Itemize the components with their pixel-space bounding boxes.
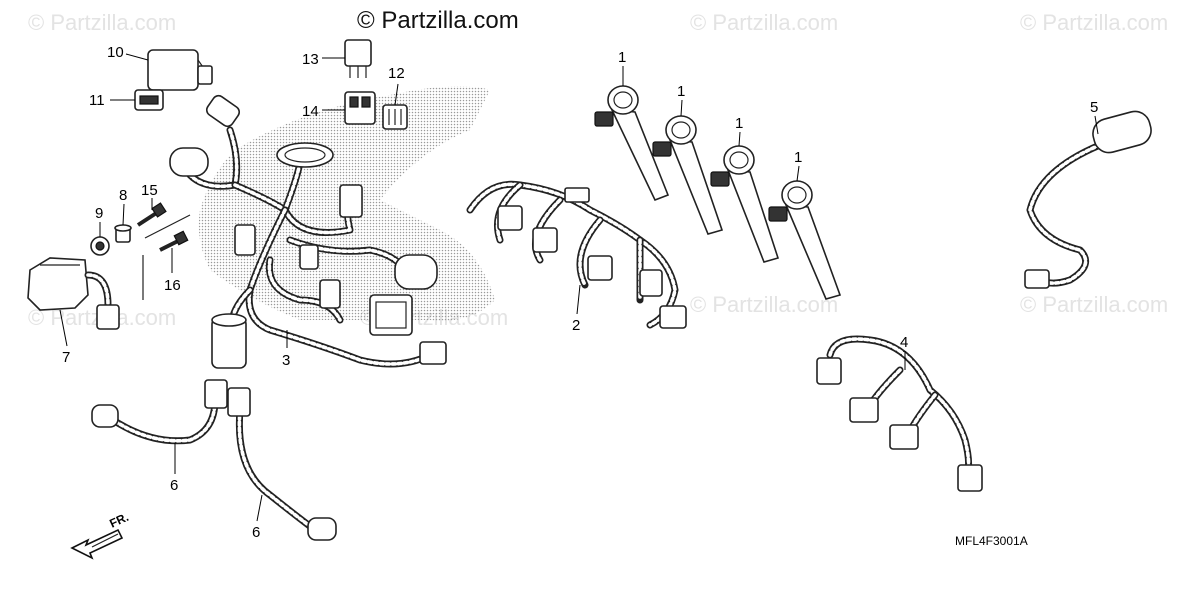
callout-1-a: 1 [618, 49, 626, 66]
part-1-ignition-coil-a [594, 85, 670, 202]
part-15-bolt [136, 202, 167, 227]
watermark-top-mid: © Partzilla.com [690, 10, 838, 35]
part-14-relay-holder [344, 91, 376, 125]
callout-15: 15 [141, 182, 158, 199]
wire-harness-main [169, 94, 447, 369]
part-1-ignition-coil-d [768, 180, 842, 300]
callout-3: 3 [282, 352, 290, 369]
part-6-sub-harness-b [227, 387, 337, 541]
part-4-sub-harness [816, 335, 983, 492]
watermark-top-left: © Partzilla.com [28, 10, 176, 35]
part-13-relay [344, 39, 372, 78]
callout-9: 9 [95, 205, 103, 222]
watermark-top-right: © Partzilla.com [1020, 10, 1168, 35]
diagram-code: MFL4F3001A [955, 534, 1028, 548]
callout-14: 14 [302, 103, 319, 120]
part-7-unit [27, 257, 120, 330]
callout-16: 16 [164, 277, 181, 294]
part-10-relay-box [147, 49, 213, 91]
callout-5: 5 [1090, 99, 1098, 116]
callout-1-c: 1 [735, 115, 743, 132]
part-11-clip [134, 89, 164, 111]
callout-4: 4 [900, 334, 908, 351]
front-label: FR. [107, 510, 130, 531]
part-5-sensor [1024, 110, 1152, 289]
callout-6-b: 6 [252, 524, 260, 541]
watermark-right: © Partzilla.com [1020, 292, 1168, 317]
part-8-collar [114, 224, 132, 243]
callout-8: 8 [119, 187, 127, 204]
callout-1-d: 1 [794, 149, 802, 166]
callout-13: 13 [302, 51, 319, 68]
callout-12: 12 [388, 65, 405, 82]
bracket-line-top [144, 214, 191, 239]
part-2-sub-harness [466, 180, 687, 329]
part-1-ignition-coil-b [652, 115, 724, 235]
part-9-grommet [90, 236, 110, 256]
callouts: 10 11 13 14 12 9 8 15 16 7 3 6 6 2 1 1 1… [59, 44, 1099, 541]
arrow-front-icon: FR. [70, 510, 131, 560]
callout-7: 7 [62, 349, 70, 366]
part-16-bolt [159, 230, 189, 252]
part-12-connector [382, 104, 408, 130]
part-6-sub-harness-a [91, 379, 228, 445]
part-1-ignition-coil-c [710, 145, 780, 263]
callout-11: 11 [89, 92, 105, 109]
callout-1-b: 1 [677, 83, 685, 100]
callout-2: 2 [572, 317, 580, 334]
callout-10: 10 [107, 44, 124, 61]
watermark-main: © Partzilla.com [357, 7, 519, 34]
watermark-mid-right: © Partzilla.com [690, 292, 838, 317]
callout-6-a: 6 [170, 477, 178, 494]
